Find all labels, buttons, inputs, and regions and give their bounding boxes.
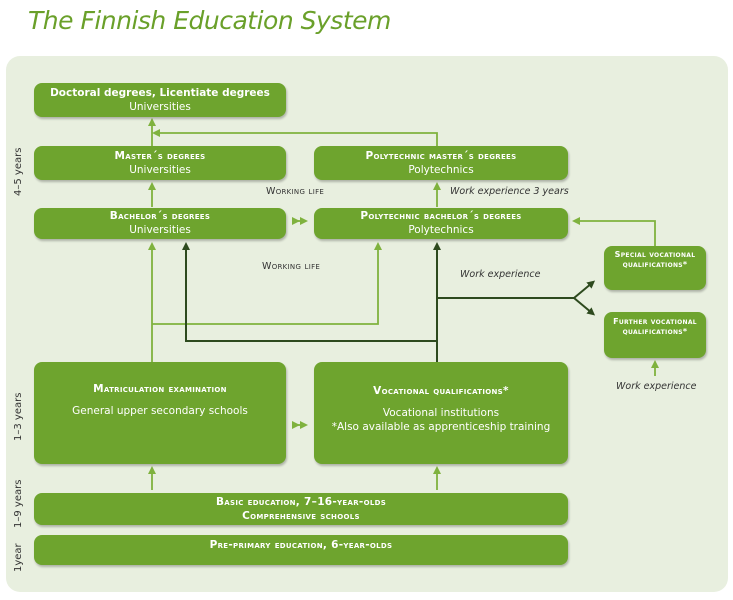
side-label-1-year: 1year [13, 543, 24, 572]
poly-masters-institution: Polytechnics [408, 164, 474, 176]
arrow-to-further [573, 297, 596, 316]
arrow-to-special [573, 280, 596, 299]
masters-institution: Universities [129, 164, 191, 176]
side-label-4-5-years: 4–5 years [13, 147, 24, 196]
poly-bachelors-box: Polytechnic bachelor´s degrees Polytechn… [314, 208, 568, 239]
poly-masters-title: Polytechnic master´s degrees [365, 150, 517, 162]
further-vocational-box: Further vocational qualifications* [604, 312, 706, 358]
basic-education-title: Basic education, 7–16-year-olds [215, 496, 387, 508]
doctoral-title: Doctoral degrees, Licentiate degrees [50, 87, 270, 99]
matriculation-box: Matriculation examination General upper … [34, 362, 286, 464]
pre-primary-title: Pre-primary education, 6-year-olds [209, 539, 393, 551]
arrow-matric-to-poly-bachelors [152, 242, 382, 325]
bachelors-title: Bachelor´s degrees [109, 210, 211, 222]
basic-education-institution: Comprehensive schools [242, 510, 360, 522]
special-vocational-box: Special vocational qualifications* [604, 246, 706, 290]
matriculation-institution: General upper secondary schools [72, 405, 248, 417]
further-vocational-text: Further vocational qualifications* [613, 317, 697, 336]
doctoral-institution: Universities [129, 101, 191, 113]
matriculation-title: Matriculation examination [93, 383, 227, 395]
poly-bachelors-title: Polytechnic bachelor´s degrees [360, 210, 522, 222]
masters-box: Master´s degrees Universities [34, 146, 286, 180]
arrow-voc-to-bachelors [182, 242, 438, 362]
vocational-institution: Vocational institutions [382, 407, 500, 419]
work-experience-label-right: Work experience [616, 381, 697, 392]
vocational-note: *Also available as apprenticeship traini… [331, 421, 551, 433]
pre-primary-box: Pre-primary education, 6-year-olds [34, 535, 568, 565]
working-life-label-lower: Working life [262, 261, 321, 272]
bachelors-institution: Universities [129, 224, 191, 236]
side-label-1-3-years: 1–3 years [13, 392, 24, 441]
vocational-title: Vocational qualifications* [373, 385, 509, 397]
work-experience-3-years-label: Work experience 3 years [450, 186, 569, 197]
bachelors-box: Bachelor´s degrees Universities [34, 208, 286, 239]
arrow-polymasters-to-doctoral [152, 129, 438, 148]
vocational-box: Vocational qualifications* Vocational in… [314, 362, 568, 464]
working-life-label-upper: Working life [266, 186, 325, 197]
basic-education-box: Basic education, 7–16-year-olds Comprehe… [34, 493, 568, 525]
work-experience-label-middle: Work experience [460, 269, 541, 280]
poly-bachelors-institution: Polytechnics [408, 224, 474, 236]
special-vocational-text: Special vocational qualifications* [614, 250, 696, 269]
poly-masters-box: Polytechnic master´s degrees Polytechnic… [314, 146, 568, 180]
doctoral-box: Doctoral degrees, Licentiate degrees Uni… [34, 83, 286, 117]
masters-title: Master´s degrees [114, 150, 206, 162]
page-title: The Finnish Education System [28, 6, 391, 35]
arrow-special-to-polybach [572, 217, 656, 246]
side-label-1-9-years: 1–9 years [13, 479, 24, 528]
